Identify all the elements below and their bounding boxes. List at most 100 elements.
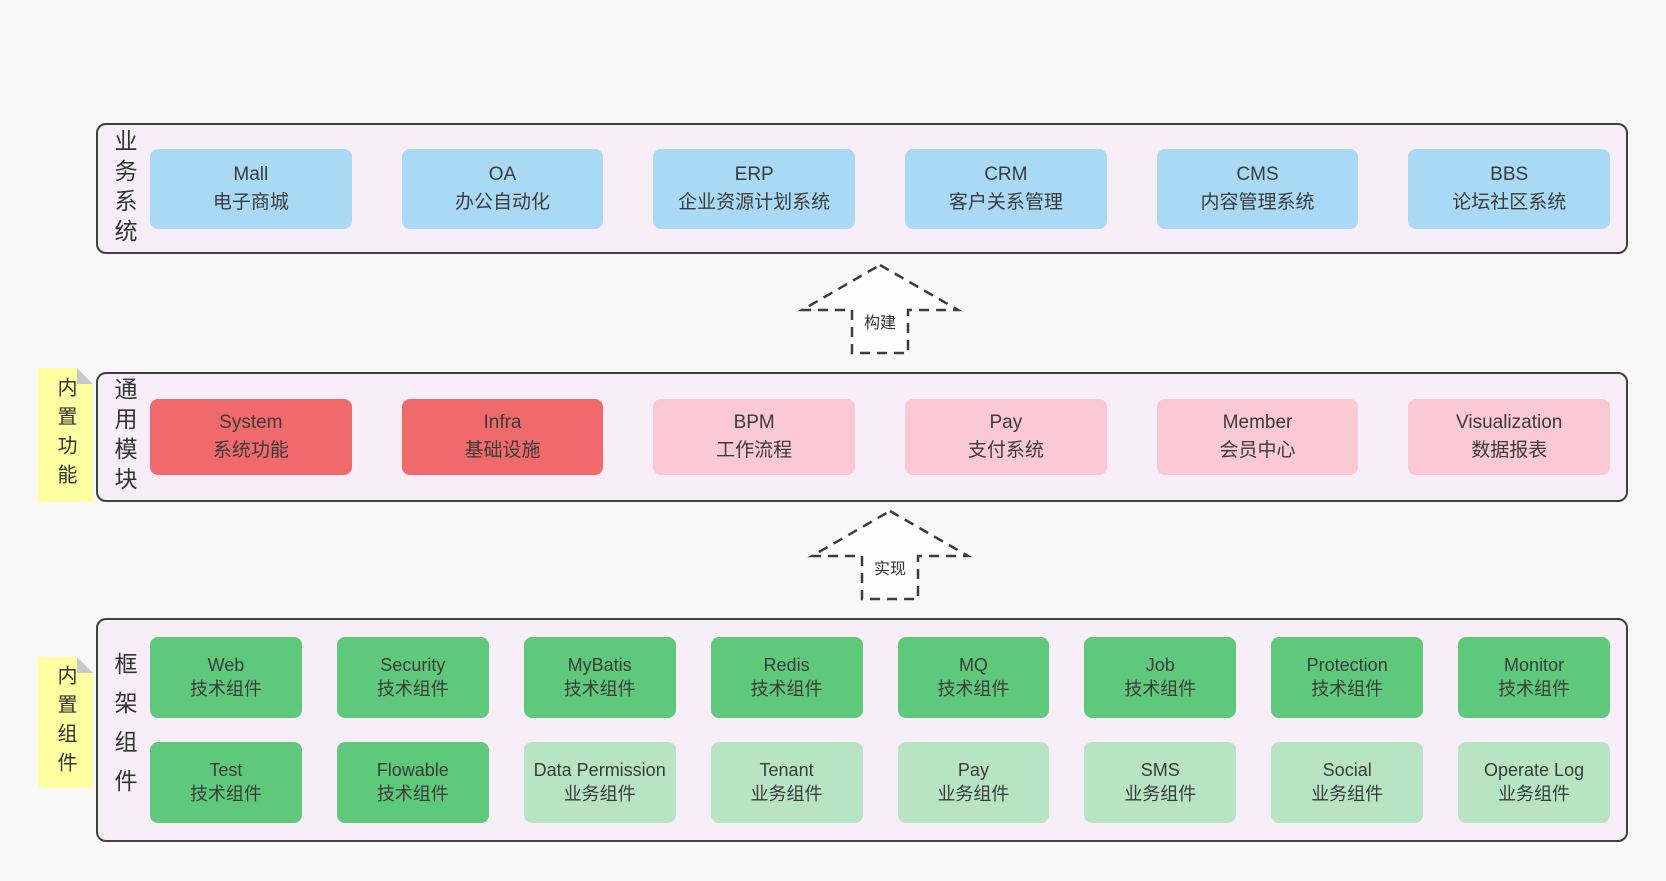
box-title: Flowable (376, 760, 449, 781)
box-title: Operate Log (1484, 760, 1585, 781)
box-erp: ERP 企业资源计划系统 (653, 148, 856, 229)
arrow-build: 构建 (795, 262, 965, 356)
sticky-note-builtin-features: 内置功能 (38, 368, 93, 502)
box-oa: OA 办公自动化 (401, 148, 604, 229)
box-row: Mall 电子商城 OA 办公自动化 ERP 企业资源计划系统 CRM 客户关系管理 CMS 内容… (150, 148, 1611, 229)
sticky-fold-corner (77, 657, 93, 673)
box-title: Member (1222, 412, 1293, 434)
box-subtitle: 业务组件 (937, 783, 1010, 804)
box-subtitle: 论坛社区系统 (1452, 191, 1567, 213)
box-subtitle: 会员中心 (1219, 440, 1296, 461)
box-subtitle: 办公自动化 (455, 191, 551, 213)
box-title: CRM (984, 163, 1028, 185)
box-title: Protection (1306, 655, 1388, 676)
box-subtitle: 技术组件 (1311, 678, 1384, 699)
box-title: MyBatis (567, 655, 632, 676)
box-title: Mall (233, 163, 269, 185)
layer-business-systems: 业务系统 Mall 电子商城 OA 办公自动化 ERP 企业资源计划系统 CRM 客户关系管理… (96, 123, 1628, 254)
box-cms: CMS 内容管理系统 (1156, 148, 1359, 229)
box-title: Pay (957, 760, 989, 781)
box-subtitle: 业务组件 (750, 783, 823, 804)
box-title: Test (209, 760, 243, 781)
box-subtitle: 技术组件 (189, 783, 262, 804)
box-title: Redis (763, 655, 810, 676)
box-subtitle: 技术组件 (563, 678, 636, 699)
layer-business-boxes: Mall 电子商城 OA 办公自动化 ERP 企业资源计划系统 CRM 客户关系管理 CMS 内容… (150, 125, 1626, 252)
box-title: Web (207, 655, 245, 676)
box-subtitle: 企业资源计划系统 (678, 191, 831, 213)
box-subtitle: 业务组件 (1498, 783, 1571, 804)
box-subtitle: 技术组件 (750, 678, 823, 699)
box-subtitle: 基础设施 (464, 440, 541, 461)
box-title: Social (1322, 760, 1372, 781)
dashed-up-arrow-icon (797, 263, 963, 355)
box-title: Security (380, 655, 446, 676)
box-title: ERP (734, 163, 774, 185)
box-member: Member 会员中心 (1156, 399, 1359, 475)
box-mall: Mall 电子商城 (150, 148, 352, 229)
box-title: CMS (1236, 163, 1279, 185)
box-subtitle: 技术组件 (376, 783, 449, 804)
box-title: Data Permission (533, 760, 666, 781)
box-subtitle: 系统功能 (212, 440, 289, 461)
box-subtitle: 业务组件 (1124, 783, 1197, 804)
box-title: Visualization (1456, 412, 1563, 434)
box-title: Infra (483, 412, 522, 434)
layer-business-title: 业务系统 (111, 128, 137, 249)
box-subtitle: 客户关系管理 (948, 191, 1063, 213)
box-title: Tenant (759, 760, 814, 781)
box-title: MQ (958, 655, 988, 676)
box-crm: CRM 客户关系管理 (905, 148, 1107, 229)
box-title: SMS (1140, 760, 1180, 781)
box-subtitle: 内容管理系统 (1200, 191, 1315, 213)
box-title: BPM (733, 412, 775, 434)
box-subtitle: 业务组件 (563, 783, 636, 804)
layer-components-title: 框架组件 (111, 652, 137, 808)
layer-modules-title: 通用模块 (111, 377, 137, 497)
box-bpm: BPM 工作流程 (653, 399, 856, 475)
arrow-implement-label: 实现 (870, 555, 910, 580)
box-title: BBS (1490, 163, 1529, 185)
box-subtitle: 技术组件 (937, 678, 1010, 699)
box-subtitle: 技术组件 (1124, 678, 1197, 699)
box-subtitle: 支付系统 (967, 440, 1044, 461)
arrow-implement: 实现 (805, 508, 975, 602)
dashed-up-arrow-icon (807, 509, 973, 601)
sticky-fold-corner (77, 368, 93, 384)
box-subtitle: 数据报表 (1471, 440, 1548, 461)
sticky-note-label: 内置功能 (54, 377, 76, 493)
box-subtitle: 工作流程 (716, 440, 793, 461)
box-subtitle: 技术组件 (376, 678, 449, 699)
arrow-build-label: 构建 (860, 309, 900, 334)
box-visualization: Visualization 数据报表 (1408, 399, 1611, 475)
box-title: Job (1145, 655, 1175, 676)
box-title: OA (488, 163, 517, 185)
box-subtitle: 技术组件 (1498, 678, 1571, 699)
box-subtitle: 电子商城 (212, 191, 289, 213)
box-subtitle: 技术组件 (189, 678, 262, 699)
sticky-note-label: 内置组件 (54, 664, 76, 781)
